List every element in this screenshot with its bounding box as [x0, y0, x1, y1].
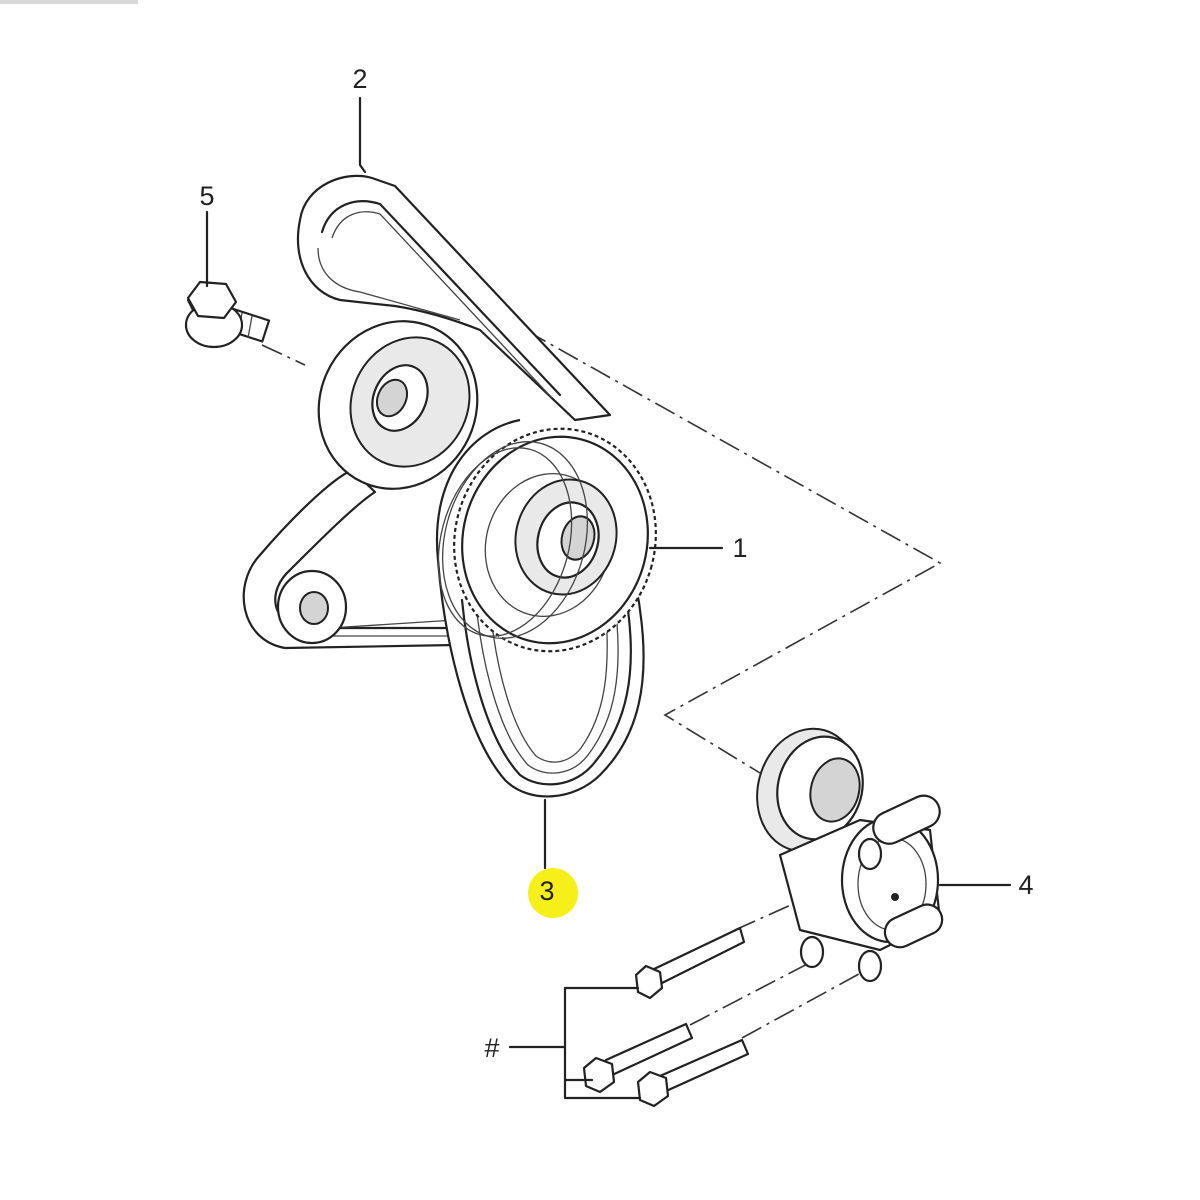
callout-4[interactable]: 4: [1018, 870, 1033, 900]
callout-5[interactable]: 5: [199, 181, 214, 211]
accessory-drive-belt: [242, 174, 612, 650]
callout-hash[interactable]: #: [484, 1033, 499, 1063]
mounting-bolt-2: [582, 1022, 694, 1094]
belt-tensioner: [756, 727, 944, 983]
browser-tab-strip: [0, 0, 138, 4]
small-pulley: [276, 569, 348, 645]
mounting-bolt-1: [634, 926, 746, 1000]
leader-lines: [205, 96, 1012, 887]
callout-3-highlight: [528, 868, 578, 918]
callout-3[interactable]: 3: [539, 876, 554, 906]
callout-2[interactable]: 2: [352, 64, 367, 94]
tensioner-mounting-bolts: [508, 926, 750, 1108]
callout-1[interactable]: 1: [732, 533, 747, 563]
mounting-bolt-3: [636, 1038, 750, 1108]
flange-bolt: [184, 280, 271, 349]
crank-pulley-sprocket: [437, 427, 657, 653]
idler-pulley: [317, 320, 479, 490]
